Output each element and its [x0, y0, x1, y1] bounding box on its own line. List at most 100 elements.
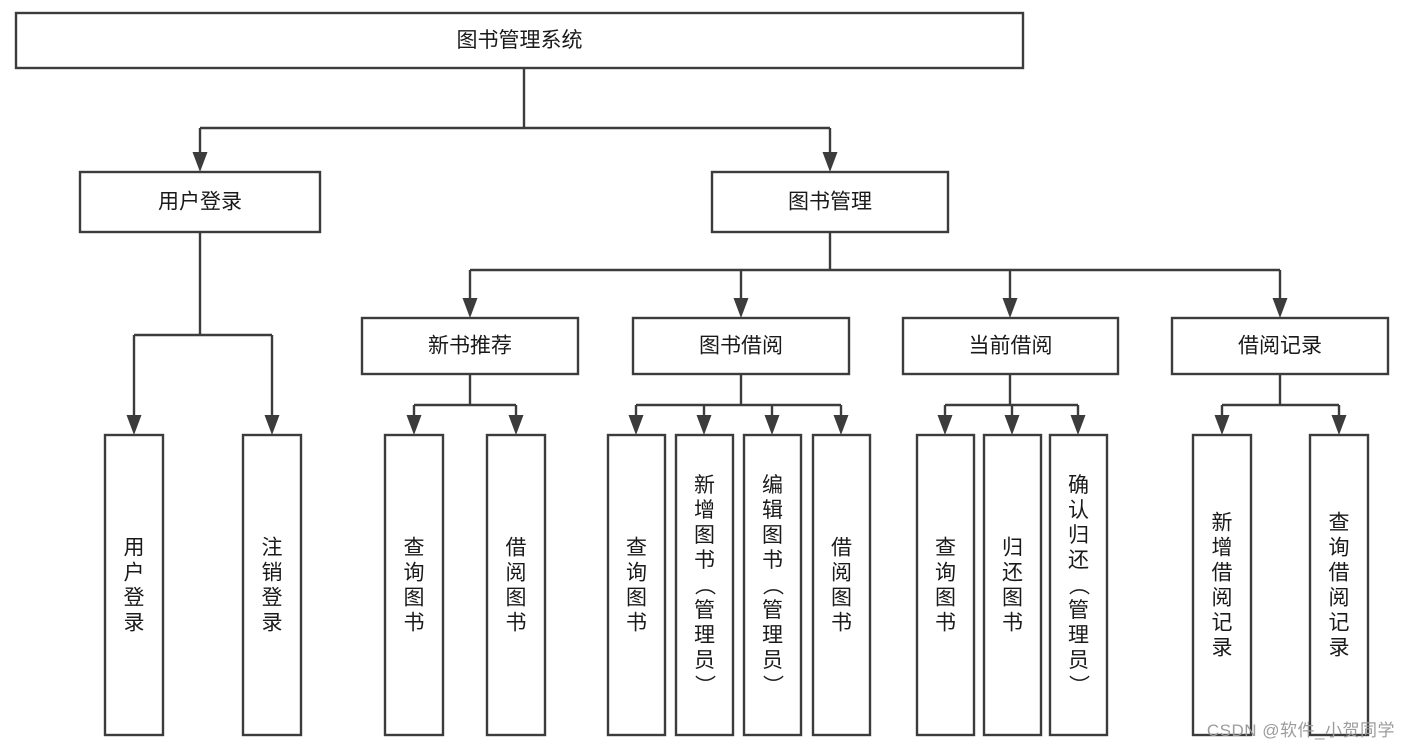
node-leaf-用户登录[interactable]: 用户登录 [103, 433, 165, 737]
connector-record-to-leaves [1214, 374, 1347, 435]
node-box [1191, 433, 1253, 737]
arrow-head-icon [264, 415, 280, 435]
node-label-char: 借 [831, 537, 852, 560]
node-layer: 图书管理系统用户登录图书管理新书推荐图书借阅当前借阅借阅记录用户登录注销登录查询… [14, 11, 1390, 737]
node-label-char: 记 [1212, 612, 1233, 635]
node-label-char: 理 [762, 624, 783, 647]
node-label-char: 查 [935, 537, 956, 560]
arrow-head-icon [1331, 415, 1347, 435]
node-box [606, 433, 667, 737]
arrow-head-icon [833, 415, 849, 435]
node-label-char: 录 [262, 612, 283, 635]
arrow-head-icon [1070, 415, 1086, 435]
node-label-char: 查 [404, 537, 425, 560]
node-label-char: 书 [1002, 612, 1023, 635]
node-label-char: ） [1067, 675, 1090, 696]
node-label-char: （ [761, 575, 784, 596]
node-level2-用户登录[interactable]: 用户登录 [78, 170, 322, 234]
node-label-char: 借 [506, 537, 527, 560]
node-label-char: 借 [1329, 562, 1350, 585]
node-label: 当前借阅 [969, 335, 1053, 358]
node-label-char: 销 [262, 562, 283, 585]
node-label-char: 查 [626, 537, 647, 560]
node-label-char: 增 [694, 499, 715, 522]
node-label: 用户登录 [158, 191, 242, 214]
connector-bookmgmt-to-level3 [462, 232, 1288, 318]
node-label-char: 编 [762, 474, 783, 497]
node-box [742, 433, 803, 737]
node-label-char: 询 [935, 562, 956, 585]
connector-root-to-level2 [192, 68, 838, 172]
node-label-char: 新 [1212, 512, 1233, 535]
node-label-char: 询 [626, 562, 647, 585]
node-label-char: 书 [694, 549, 715, 572]
node-label-char: 图 [935, 587, 956, 610]
node-label-char: 用 [124, 537, 145, 560]
node-label-char: 阅 [1329, 587, 1350, 610]
node-label: 图书管理系统 [457, 29, 583, 52]
node-label-char: 归 [1068, 524, 1089, 547]
node-label-char: 询 [404, 562, 425, 585]
node-box [103, 433, 165, 737]
node-label-char: 书 [762, 549, 783, 572]
node-label-char: 录 [1329, 637, 1350, 660]
node-label-char: 录 [1212, 637, 1233, 660]
node-level3-图书借阅[interactable]: 图书借阅 [631, 316, 851, 376]
node-box [1048, 433, 1109, 737]
node-box [14, 11, 1025, 70]
node-label-char: 图 [831, 587, 852, 610]
node-label-char: 登 [124, 587, 145, 610]
node-label: 图书管理 [788, 191, 872, 214]
arrow-head-icon [192, 152, 208, 172]
node-box [915, 433, 976, 737]
node-label-char: 图 [762, 524, 783, 547]
node-box [485, 433, 547, 737]
node-label-char: 还 [1068, 549, 1089, 572]
node-level3-当前借阅[interactable]: 当前借阅 [901, 316, 1120, 376]
node-label: 借阅记录 [1238, 335, 1322, 358]
arrow-head-icon [733, 298, 749, 318]
node-label-char: 还 [1002, 562, 1023, 585]
node-level2-图书管理[interactable]: 图书管理 [710, 170, 950, 234]
node-label-char: 员 [694, 649, 715, 672]
node-root-图书管理系统[interactable]: 图书管理系统 [14, 11, 1025, 70]
node-box [241, 433, 303, 737]
node-label-char: 增 [1212, 537, 1233, 560]
node-box [811, 433, 872, 737]
node-label-char: 登 [262, 587, 283, 610]
node-label-char: 新 [694, 474, 715, 497]
node-box [710, 170, 950, 234]
node-box [674, 433, 735, 737]
connector-userlogin-to-leaves [126, 232, 280, 435]
arrow-head-icon [462, 298, 478, 318]
node-label-char: 管 [694, 599, 715, 622]
node-level3-新书推荐[interactable]: 新书推荐 [360, 316, 580, 376]
node-label-char: （ [1067, 575, 1090, 596]
node-label-char: 理 [1068, 624, 1089, 647]
node-label-char: 借 [1212, 562, 1233, 585]
node-label-char: 员 [762, 649, 783, 672]
node-level3-借阅记录[interactable]: 借阅记录 [1170, 316, 1390, 376]
arrow-head-icon [696, 415, 712, 435]
node-box [78, 170, 322, 234]
node-label-char: 理 [694, 624, 715, 647]
arrow-head-icon [1272, 298, 1288, 318]
node-label-char: 注 [262, 537, 283, 560]
node-box [901, 316, 1120, 376]
node-label-char: 录 [124, 612, 145, 635]
node-label-char: 图 [506, 587, 527, 610]
node-label-char: 认 [1068, 499, 1089, 522]
node-label-char: 书 [935, 612, 956, 635]
